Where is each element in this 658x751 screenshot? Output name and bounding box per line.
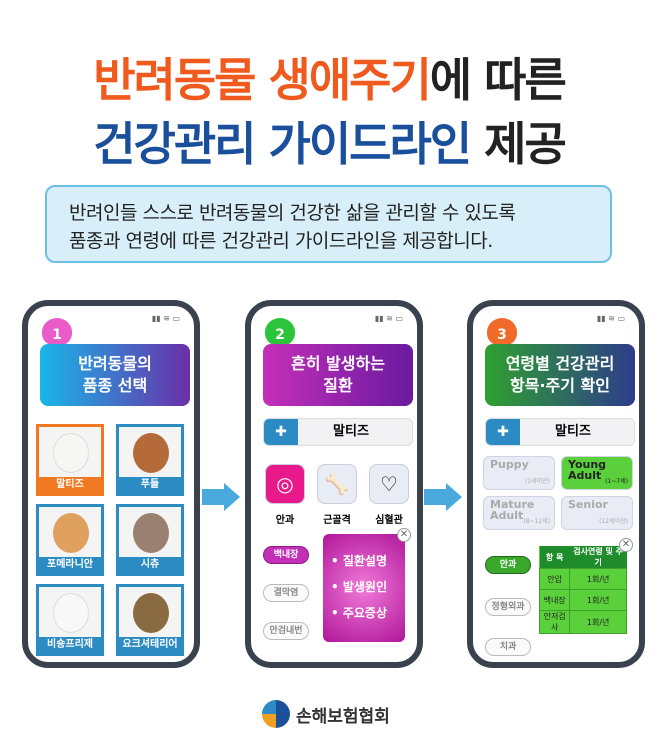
table-cell: 1회/년 [569,568,627,590]
popup-item: • 주요증상 [331,606,388,620]
heart-icon[interactable]: ♡ [369,464,409,504]
breed-card-yorkshire[interactable]: 요크셔테리어 [116,584,184,656]
paw-step-icon: 1 [42,318,72,346]
age-puppy[interactable]: Puppy (1세미만) [483,456,555,490]
breed-card-maltese[interactable]: 말티즈 [36,424,104,496]
breed-name: 말티즈 [555,424,591,439]
breed-label: 포메라니안 [39,557,101,573]
status-icons: ▮▮ ≋ ▭ [374,314,403,323]
age-senior[interactable]: Senior (12세이상) [561,496,633,530]
paw-step-icon: 2 [265,318,295,346]
table-cell: 안압 [538,568,571,590]
age-young-adult[interactable]: Young Adult(1~7세) [561,456,633,490]
department-pill-orthopedics[interactable]: 정형외과 [485,598,531,616]
table-cell: 1회/년 [569,610,627,634]
breed-label: 비숑프리제 [39,637,101,653]
disease-pill-cataract[interactable]: 백내장 [263,546,309,564]
intro-line: 반려인들 스스로 반려동물의 건강한 삶을 관리할 수 있도록 [69,202,516,224]
heading-line: 연령별 건강관리 [505,354,615,373]
heading-line: 품종 선택 [82,376,148,395]
dog-photo [133,593,169,633]
logo-text: 손해보험협회 [296,706,390,727]
disease-pill-entropion[interactable]: 안검내번 [263,622,309,640]
disease-info-popup: • 질환설명 • 발생원인 • 주요증상 [323,534,405,642]
headline-line-2: 건강관리 가이드라인 제공 [0,108,658,174]
dog-photo [53,513,89,553]
headline-text: 에 따른 [429,53,567,107]
category-label: 안과 [275,515,295,526]
table-header: 검사연령 및 주기 [569,546,627,569]
age-range: (8~12세) [523,518,550,525]
age-range: (1~7세) [605,478,628,485]
dog-photo [133,513,169,553]
breed-label: 말티즈 [39,477,101,493]
breed-card-shihtzu[interactable]: 시츄 [116,504,184,576]
heading-line: 질환 [323,376,353,395]
table-cell: 백내장 [538,589,571,611]
paw-step-icon: 3 [487,318,517,346]
headline-highlight: 반려동물 생애주기 [93,53,432,107]
department-pill-ophthalmology[interactable]: 안과 [485,556,531,574]
department-pill-dental[interactable]: 치과 [485,638,531,656]
heading-line: 흔히 발생하는 [291,354,385,373]
headline-text: 제공 [470,117,567,171]
table-cell: 안저검사 [538,610,571,634]
table-header: 항 목 [539,546,570,569]
age-name: Mature Adult [490,498,535,522]
disease-pill-conjunctivitis[interactable]: 결막염 [263,584,309,602]
bone-icon[interactable]: 🦴 [317,464,357,504]
breed-name: 말티즈 [333,424,369,439]
age-mature-adult[interactable]: Mature Adult(8~12세) [483,496,555,530]
headline-highlight: 건강관리 가이드라인 [93,117,472,171]
category-label: 근골격 [323,515,351,526]
close-icon[interactable]: ✕ [619,538,633,552]
status-icons: ▮▮ ≋ ▭ [596,314,625,323]
selected-breed-bar: ✚ 말티즈 [485,418,635,446]
breed-label: 요크셔테리어 [119,637,181,653]
dog-photo [133,433,169,473]
table-cell: 1회/년 [569,589,627,611]
breed-card-poodle[interactable]: 푸들 [116,424,184,496]
popup-item: • 질환설명 [331,554,388,568]
medical-kit-icon: ✚ [264,419,298,445]
dog-photo [53,593,89,633]
breed-label: 시츄 [119,557,181,573]
intro-line: 품종과 연령에 따른 건강관리 가이드라인을 제공합니다. [69,230,493,252]
medical-kit-icon: ✚ [486,419,520,445]
breed-card-pomeranian[interactable]: 포메라니안 [36,504,104,576]
status-icons: ▮▮ ≋ ▭ [151,314,180,323]
age-range: (12세이상) [599,518,628,525]
breed-card-bichon[interactable]: 비숑프리제 [36,584,104,656]
breed-label: 푸들 [119,477,181,493]
popup-item: • 발생원인 [331,580,388,594]
category-label: 심혈관 [375,515,403,526]
headline-line-1: 반려동물 생애주기에 따른 [0,44,658,110]
eye-icon[interactable]: ◎ [265,464,305,504]
age-name: Puppy [490,458,529,471]
age-name: Young Adult [568,458,607,482]
kidi-logo: 손해보험협회 [262,700,390,728]
close-icon[interactable]: ✕ [397,528,411,542]
selected-breed-bar: ✚ 말티즈 [263,418,413,446]
heading-line: 항목·주기 확인 [510,376,610,395]
dog-photo [53,433,89,473]
age-name: Senior [568,498,608,511]
age-range: (1세미만) [524,478,550,485]
logo-mark-icon [262,700,290,728]
heading-line: 반려동물의 [78,354,152,373]
